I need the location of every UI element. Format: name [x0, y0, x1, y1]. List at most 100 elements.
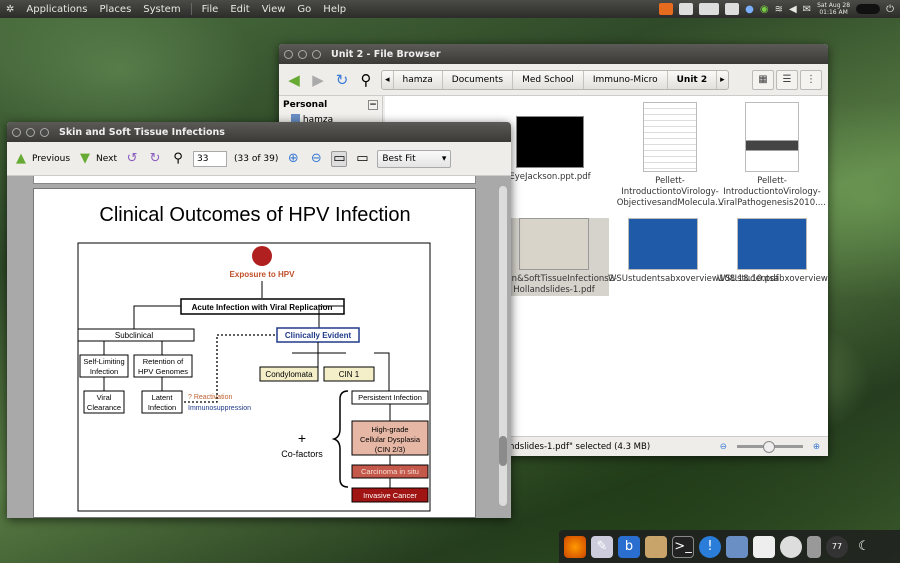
icon-view-button[interactable]: ▦: [752, 69, 774, 90]
maximize-button[interactable]: [312, 49, 321, 59]
scrollbar-thumb[interactable]: [499, 436, 507, 466]
list-view-button[interactable]: ☰: [776, 69, 798, 90]
back-arrow-icon[interactable]: ◀: [288, 70, 300, 89]
zoom-slider[interactable]: [736, 441, 803, 453]
forward-arrow-icon[interactable]: ▶: [312, 70, 324, 89]
viral-clearance-box: [83, 390, 125, 414]
breadcrumb-med-school[interactable]: Med School: [513, 70, 584, 89]
breadcrumb-right-arrow[interactable]: ▸: [720, 74, 725, 85]
volume-icon[interactable]: ◀: [788, 3, 797, 15]
fit-width-icon[interactable]: ▭: [356, 151, 369, 166]
close-button[interactable]: [12, 127, 21, 137]
minimize-button[interactable]: [26, 127, 35, 137]
menu-edit[interactable]: Edit: [230, 3, 250, 15]
clinically-evident-label: Clinically Evident: [285, 331, 352, 340]
files-icon[interactable]: [726, 535, 748, 558]
rotate-left-icon[interactable]: ↺: [126, 151, 138, 166]
pdf-thumbnail: [737, 218, 807, 270]
chat-icon[interactable]: b: [618, 535, 640, 558]
file-item[interactable]: WSUstudentsabxoverview108.18.10.pdf: [608, 218, 779, 285]
breadcrumb-unit-2[interactable]: Unit 2: [668, 70, 718, 89]
window-title: Unit 2 - File Browser: [331, 48, 441, 60]
viral-line-1: Viral: [97, 393, 112, 402]
latent-infection-box: [141, 390, 183, 414]
menu-system[interactable]: System: [143, 3, 181, 15]
terminal-icon[interactable]: >_: [672, 535, 694, 558]
document-area[interactable]: Clinical Outcomes of HPV Infection Expos…: [7, 176, 511, 518]
menu-applications[interactable]: Applications: [26, 3, 88, 15]
previous-button[interactable]: ▲ Previous: [13, 151, 70, 167]
file-browser-titlebar[interactable]: Unit 2 - File Browser: [279, 44, 828, 64]
retention-line-2: HPV Genomes: [138, 367, 188, 376]
firefox-icon[interactable]: [564, 535, 586, 558]
fit-page-icon[interactable]: ▭: [331, 150, 348, 167]
clock[interactable]: Sat Aug 28 01:16 AM: [817, 2, 850, 16]
breadcrumb-left-arrow[interactable]: ◂: [382, 70, 394, 89]
monitor-icon[interactable]: 77: [826, 535, 848, 558]
exposure-label: Exposure to HPV: [230, 270, 296, 279]
power-icon[interactable]: ⏻: [886, 3, 894, 15]
maximize-button[interactable]: [40, 127, 49, 137]
document-icon[interactable]: [753, 535, 775, 558]
trash-icon[interactable]: [807, 535, 821, 558]
bluetooth-icon[interactable]: ●: [745, 3, 754, 15]
close-button[interactable]: [284, 49, 293, 59]
drive-icon[interactable]: [780, 535, 802, 558]
search-icon[interactable]: ⚲: [173, 151, 183, 166]
zoom-out-icon[interactable]: ⊖: [719, 441, 727, 452]
brace: [331, 390, 349, 488]
previous-page-edge: [33, 176, 476, 184]
collapse-icon[interactable]: −: [368, 100, 378, 110]
file-item[interactable]: Pellett-IntroductiontoVirology-Objective…: [615, 102, 725, 209]
firefox-tray-icon[interactable]: [659, 3, 674, 15]
menu-file[interactable]: File: [201, 3, 219, 15]
viewer-titlebar[interactable]: Skin and Soft Tissue Infections: [7, 122, 511, 142]
breadcrumb: ◂ hamza Documents Med School Immuno-Micr…: [381, 69, 729, 90]
minimize-button[interactable]: [298, 49, 307, 59]
page-number-input[interactable]: 33: [193, 150, 228, 167]
file-item[interactable]: Pellett-IntroductiontoVirology-ViralPath…: [717, 102, 827, 209]
arrow: [133, 305, 181, 329]
wifi-icon[interactable]: ≋: [774, 3, 783, 15]
pdf-thumbnail: [745, 102, 799, 172]
mail-icon[interactable]: ✉: [802, 3, 812, 15]
window-tray-icon[interactable]: [699, 3, 720, 15]
reload-icon[interactable]: ↻: [335, 70, 349, 89]
pdf-thumbnail: [516, 116, 584, 168]
help-icon[interactable]: !: [699, 535, 721, 558]
mail-tray-icon[interactable]: [725, 3, 740, 15]
breadcrumb-immuno-micro[interactable]: Immuno-Micro: [584, 70, 668, 89]
search-icon[interactable]: ⚲: [360, 70, 372, 89]
menu-go[interactable]: Go: [297, 3, 312, 15]
menu-help[interactable]: Help: [323, 3, 347, 15]
vertical-scrollbar[interactable]: [499, 186, 507, 506]
file-item[interactable]: Skin&SoftTissueInfections2-Hollandslides…: [499, 218, 617, 296]
update-icon[interactable]: ◉: [759, 3, 769, 15]
ubuntu-logo-icon[interactable]: ✲: [6, 3, 15, 15]
breadcrumb-hamza[interactable]: hamza: [394, 70, 443, 89]
self-limiting-line-1: Self-Limiting: [83, 357, 124, 366]
cofactors-label: Co-factors: [281, 449, 323, 459]
file-name: WSUstudentsabxoverview108.18.10.pdf: [608, 274, 779, 284]
zoom-out-icon[interactable]: ⊖: [310, 151, 322, 166]
next-button[interactable]: ▼ Next: [77, 151, 117, 167]
breadcrumb-documents[interactable]: Documents: [443, 70, 514, 89]
sidebar-item-hamza[interactable]: hamza: [283, 114, 378, 125]
user-indicator[interactable]: [856, 4, 881, 14]
file-item[interactable]: EyeJackson.ppt.pdf: [495, 116, 605, 183]
zoom-select[interactable]: Best Fit ▾: [377, 149, 452, 168]
invasive-box: [351, 487, 429, 503]
rotate-right-icon[interactable]: ↻: [149, 151, 161, 166]
weather-icon[interactable]: ☾: [858, 539, 870, 554]
compact-view-button[interactable]: ⋮: [800, 69, 822, 90]
file-item[interactable]: WSUstudentsabxoverviewpart208.19.10.pdf: [717, 218, 828, 285]
menu-places[interactable]: Places: [99, 3, 132, 15]
sidebar-item-label: hamza: [302, 115, 334, 125]
menu-view[interactable]: View: [261, 3, 286, 15]
file-name: Pellett-IntroductiontoVirology-ViralPath…: [718, 176, 826, 208]
zoom-in-icon[interactable]: ⊕: [287, 151, 299, 166]
folder-icon[interactable]: [645, 535, 667, 558]
window-tray-icon[interactable]: [679, 3, 694, 15]
zoom-in-icon[interactable]: ⊕: [812, 441, 820, 452]
text-editor-icon[interactable]: ✎: [591, 535, 613, 558]
